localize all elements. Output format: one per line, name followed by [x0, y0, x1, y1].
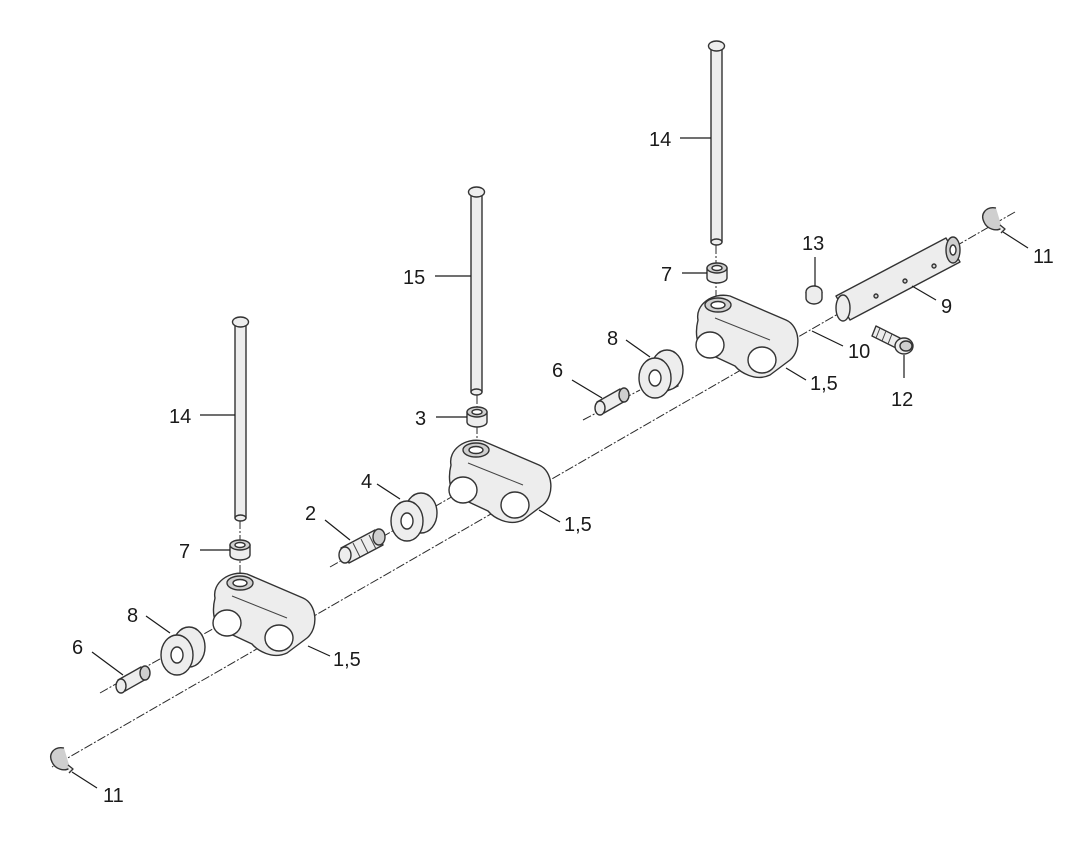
roller-upper [638, 349, 684, 399]
cup-mid [466, 406, 488, 428]
roller-icon [638, 349, 684, 399]
rocker-arm-upper [695, 294, 799, 379]
label-rocker-lower: 1,5 [333, 649, 361, 671]
label-pushrod-lower: 14 [169, 406, 191, 428]
label-bolt: 12 [891, 389, 913, 411]
label-roller-mid: 4 [361, 471, 372, 493]
label-plug: 13 [802, 233, 824, 255]
shaft-icon [835, 236, 961, 322]
label-pin-mid: 2 [305, 503, 316, 525]
label-clip-right: 11 [1033, 246, 1054, 268]
roller-icon [160, 626, 206, 676]
rocker-arm-lower [212, 572, 316, 657]
cup-icon [229, 539, 251, 561]
cup-upper [706, 262, 728, 284]
pin-icon [338, 528, 386, 564]
label-pin-upper: 6 [552, 360, 563, 382]
pin-mid [338, 528, 386, 564]
label-cup-mid: 3 [415, 408, 426, 430]
label-clip-left: 11 [103, 785, 124, 807]
bolt [871, 325, 914, 355]
pin-lower [115, 665, 151, 694]
rocker-arm-icon [695, 294, 799, 379]
label-pushrod-mid: 15 [403, 267, 425, 289]
pushrod-upper [707, 40, 726, 246]
cup-lower [229, 539, 251, 561]
label-roller-lower: 8 [127, 605, 138, 627]
bolt-icon [871, 325, 914, 355]
label-roller-upper: 8 [607, 328, 618, 350]
roller-lower [160, 626, 206, 676]
label-rocker-mid: 1,5 [564, 514, 592, 536]
part-labels: 14 15 14 7 3 7 8 4 8 6 2 6 1,5 1,5 1,5 1… [72, 129, 1054, 807]
cup-icon [466, 406, 488, 428]
rocker-arm-icon [448, 439, 552, 524]
circlip-icon [982, 207, 1006, 234]
cup-icon [706, 262, 728, 284]
circlip-right [982, 207, 1006, 234]
label-shaft: 10 [848, 341, 870, 363]
pushrod-icon [707, 40, 726, 246]
pushrod-lower [231, 316, 250, 522]
circlip-left [50, 747, 74, 774]
label-pushrod-upper: 14 [649, 129, 671, 151]
label-pin-lower: 6 [72, 637, 83, 659]
label-rocker-upper: 1,5 [810, 373, 838, 395]
shaft-end [835, 236, 961, 322]
label-cup-upper: 7 [661, 264, 672, 286]
plug [805, 285, 823, 305]
roller-icon [390, 492, 438, 542]
plug-icon [805, 285, 823, 305]
pushrod-icon [467, 186, 486, 396]
pushrod-icon [231, 316, 250, 522]
label-cup-lower: 7 [179, 541, 190, 563]
pushrod-mid [467, 186, 486, 396]
rocker-arm-mid [448, 439, 552, 524]
pin-icon [115, 665, 151, 694]
pin-upper [594, 387, 630, 416]
pin-icon [594, 387, 630, 416]
circlip-icon [50, 747, 74, 774]
leader-lines [71, 137, 1029, 789]
roller-mid [390, 492, 438, 542]
label-shaft-end: 9 [941, 296, 952, 318]
rocker-arm-icon [212, 572, 316, 657]
